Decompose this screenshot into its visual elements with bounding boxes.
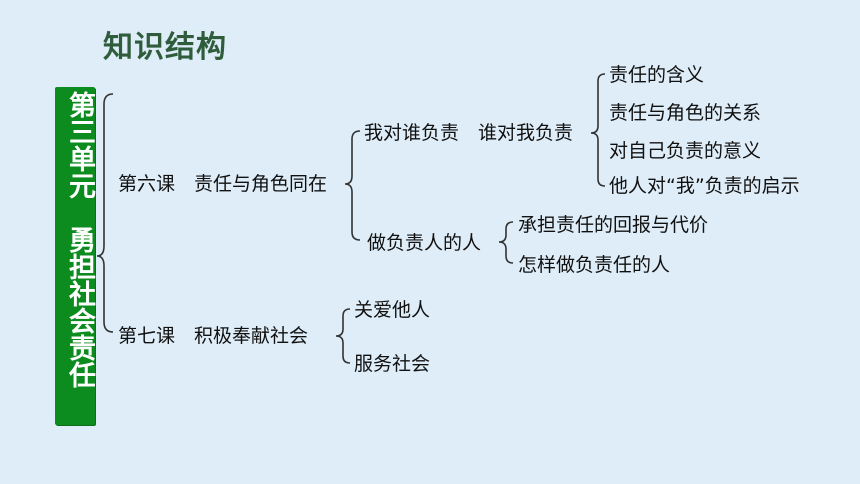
branch1-item: 责任的含义: [609, 64, 705, 86]
branch1-item: 他人对“我”负责的启示: [609, 175, 800, 197]
bracket-branch2: [498, 221, 514, 264]
unit-title: 第三单元 勇担社会责任: [64, 91, 95, 388]
branch2-item: 怎样做负责任的人: [518, 254, 671, 276]
unit-box: 第三单元 勇担社会责任: [55, 87, 95, 425]
branch1-item: 对自己负责的意义: [609, 140, 762, 162]
lesson7-label: 第七课 积极奉献社会: [118, 325, 309, 347]
lesson7-item: 关爱他人: [354, 299, 431, 321]
lesson6-label: 第六课 责任与角色同在: [118, 173, 328, 195]
lesson7-item: 服务社会: [354, 353, 431, 375]
bracket-lesson7: [335, 308, 351, 364]
branch2-label: 做负责人的人: [367, 232, 482, 254]
bracket-unit: [96, 93, 114, 333]
bracket-lesson6: [344, 130, 361, 241]
branch2-item: 承担责任的回报与代价: [518, 214, 709, 236]
branch1-label: 我对谁负责 谁对我负责: [364, 122, 574, 144]
bracket-branch1: [590, 73, 606, 187]
branch1-item: 责任与角色的关系: [609, 102, 762, 124]
page-title: 知识结构: [103, 30, 227, 65]
